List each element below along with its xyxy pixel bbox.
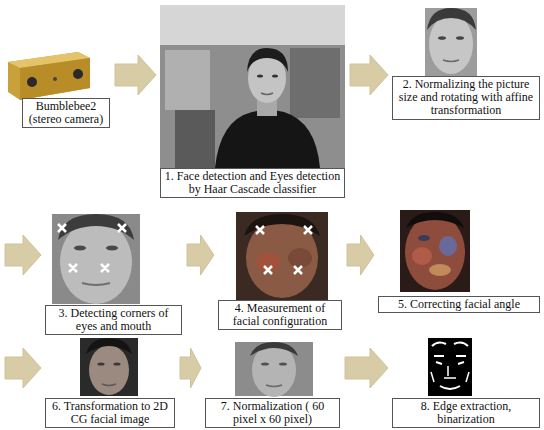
normalized-60-face-part	[250, 342, 298, 356]
step-caption: 6. Transformation to 2D CG facial image	[45, 398, 175, 428]
step-caption: 5. Correcting facial angle	[378, 296, 540, 313]
normalized-face-part	[429, 14, 473, 74]
corrected-face-part	[439, 236, 457, 256]
step-caption: 8. Edge extraction, binarization	[392, 398, 540, 428]
normalized-60-face	[235, 342, 313, 397]
cg-face-part	[89, 345, 129, 395]
normalized-60-face-part	[261, 362, 269, 365]
process-step: Bumblebee2 (stereo camera)	[5, 50, 110, 128]
normalized-face-part	[425, 8, 477, 76]
process-step: 4. Measurement of facial configuration	[218, 212, 342, 330]
process-step: 2. Normalizing the picture size and rota…	[392, 8, 540, 120]
block-arrow	[350, 55, 388, 95]
step-caption: 1. Face detection and Eyes detection by …	[160, 168, 345, 198]
process-step: 8. Edge extraction, binarization	[392, 338, 540, 428]
corrected-face-part	[400, 210, 470, 292]
camera-photo-part	[215, 110, 320, 168]
camera-photo-part	[261, 93, 273, 95]
block-arrow	[115, 55, 156, 95]
camera-photo-part	[247, 48, 288, 72]
edge-image-part	[434, 356, 466, 364]
block-arrow	[187, 235, 214, 275]
process-step: 5. Correcting facial angle	[378, 210, 540, 313]
cg-face	[80, 338, 138, 396]
measured-face-part	[236, 212, 328, 300]
block-arrow	[345, 348, 388, 388]
stereo-camera-part	[20, 58, 90, 100]
edge-image-part	[444, 366, 456, 378]
camera-photo	[160, 5, 345, 168]
cg-face-part	[114, 363, 121, 366]
measured-face	[236, 212, 328, 300]
cg-face-part	[98, 363, 105, 366]
corner-face-part	[106, 246, 118, 251]
corrected-face-part	[418, 235, 430, 241]
normalized-face-part	[427, 8, 476, 30]
cg-face-part	[86, 338, 132, 354]
edge-image-part	[432, 342, 468, 346]
camera-photo-part	[290, 48, 340, 118]
edge-image	[428, 338, 472, 396]
normalized-face-part	[443, 60, 459, 62]
corner-face	[52, 214, 140, 304]
stereo-camera-part	[27, 77, 37, 87]
corner-face-part	[74, 246, 86, 251]
cg-face-part	[80, 338, 138, 396]
measured-face-part	[256, 226, 312, 274]
step-caption: Bumblebee2 (stereo camera)	[22, 98, 110, 128]
corner-face-part	[58, 224, 126, 272]
process-step: 6. Transformation to 2D CG facial image	[45, 338, 175, 428]
step-caption: 7. Normalization ( 60 pixel x 60 pixel)	[205, 398, 340, 428]
process-step: 3. Detecting corners of eyes and mouth	[45, 214, 182, 335]
edge-image-part	[428, 338, 472, 396]
measured-face-part	[246, 218, 318, 298]
corrected-face-part	[405, 214, 465, 290]
measured-face-part	[288, 248, 312, 268]
block-arrow	[180, 348, 201, 388]
step-caption: 3. Detecting corners of eyes and mouth	[45, 305, 182, 335]
step-caption: 2. Normalizing the picture size and rota…	[392, 76, 540, 120]
normalized-face	[425, 8, 477, 76]
measured-face-part	[244, 214, 320, 236]
stereo-camera-part	[8, 52, 90, 100]
stereo-camera-part	[73, 69, 83, 79]
corrected-face	[400, 210, 470, 292]
block-arrow	[5, 235, 41, 275]
corrected-face-part	[429, 264, 451, 276]
normalized-60-face-part	[235, 342, 313, 396]
normalized-60-face-part	[279, 362, 287, 365]
corrected-face-part	[412, 247, 432, 265]
camera-photo-part	[160, 5, 345, 45]
corrected-face-part	[406, 212, 464, 228]
step-caption: 4. Measurement of facial configuration	[218, 300, 342, 330]
camera-photo-part	[175, 110, 215, 168]
edge-image-part	[431, 372, 469, 382]
edge-image-part	[440, 386, 460, 389]
process-step: 7. Normalization ( 60 pixel x 60 pixel)	[205, 342, 340, 428]
camera-photo-part	[160, 5, 345, 168]
block-arrow	[5, 348, 41, 388]
process-step: 1. Face detection and Eyes detection by …	[160, 5, 345, 198]
normalized-60-face-part	[266, 385, 282, 387]
normalized-face-part	[456, 36, 464, 40]
camera-photo-part	[165, 50, 210, 110]
camera-photo-part	[257, 74, 263, 77]
stereo-camera-part	[53, 77, 57, 81]
stereo-camera	[8, 52, 90, 100]
block-arrow	[347, 235, 374, 275]
corner-face-part	[82, 283, 110, 285]
corner-face-part	[60, 220, 132, 304]
cg-face-part	[102, 384, 116, 386]
corner-face-part	[52, 214, 140, 304]
camera-photo-part	[272, 74, 278, 77]
normalized-face-part	[438, 36, 446, 40]
